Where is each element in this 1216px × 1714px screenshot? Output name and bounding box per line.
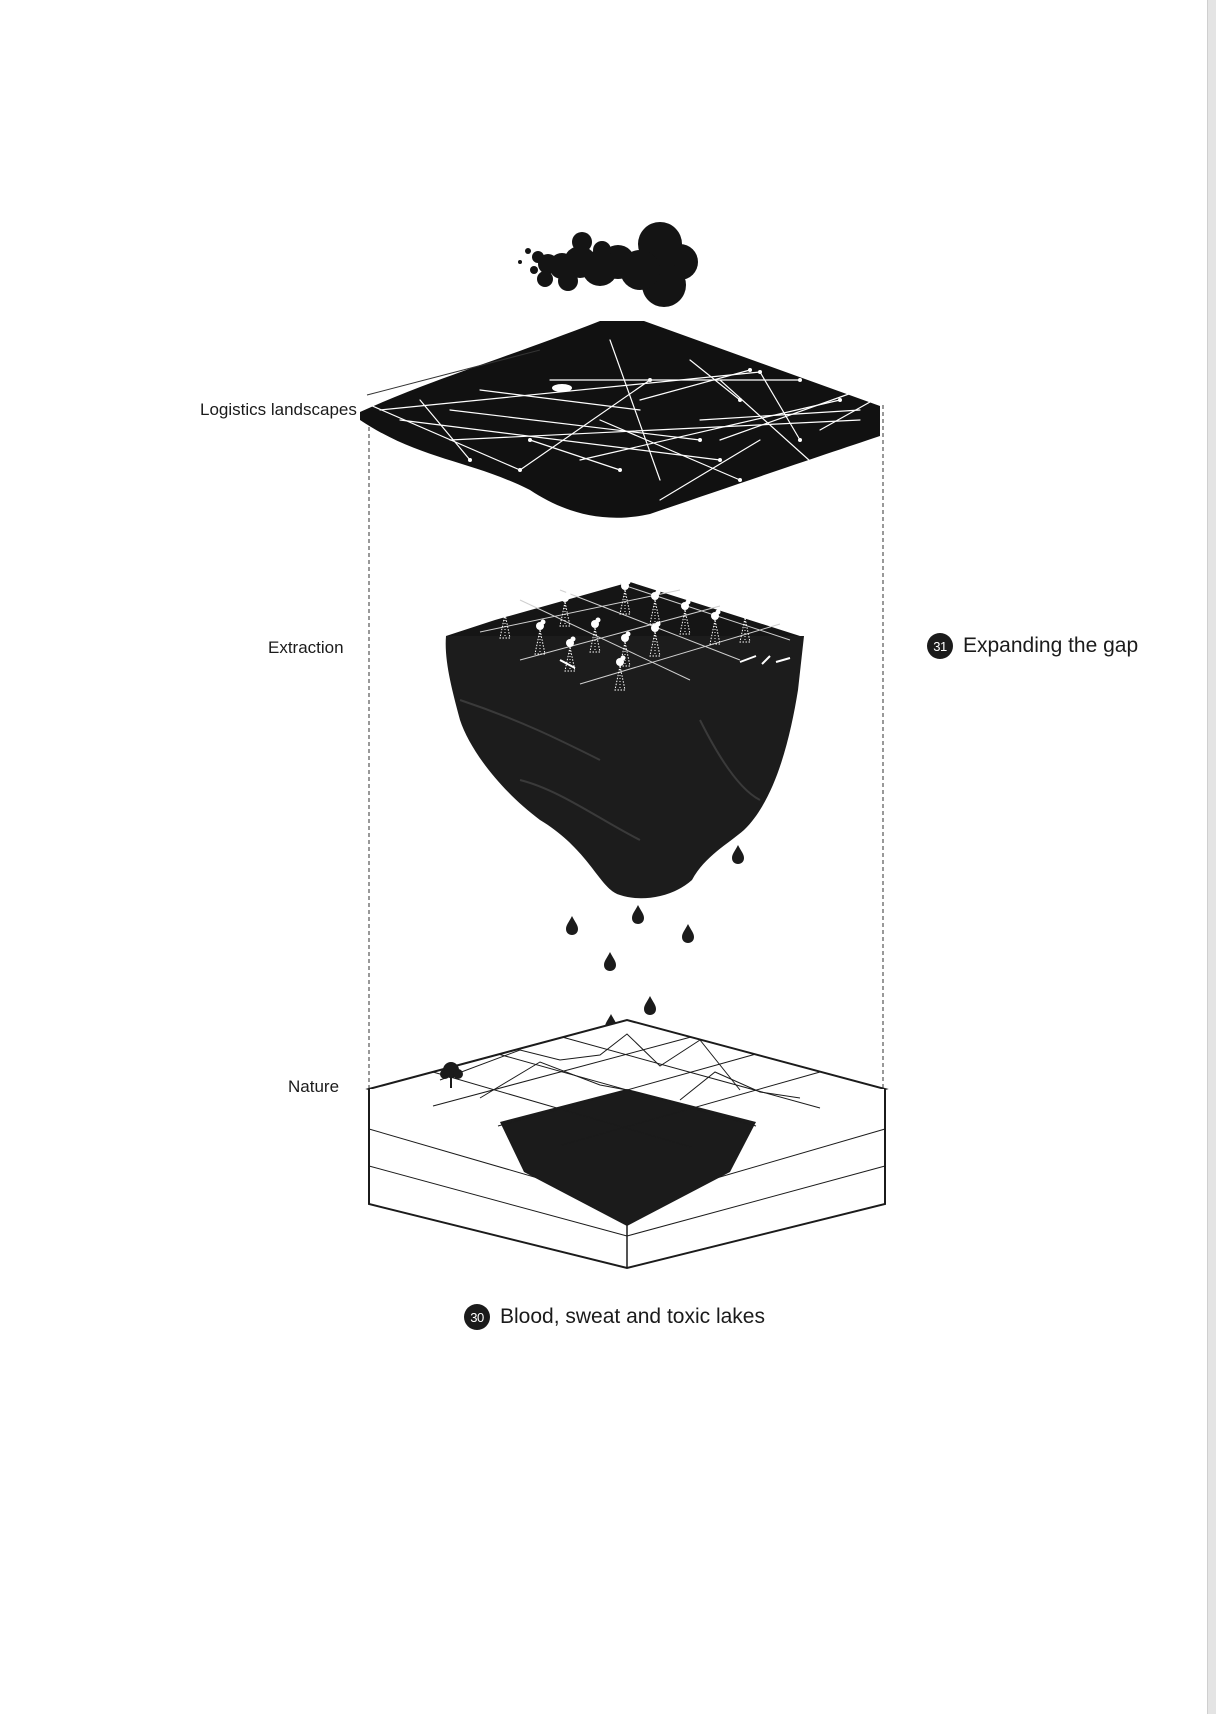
section-expanding-the-gap: 31 Expanding the gap: [927, 633, 1138, 659]
smoke-cloud-icon: [518, 222, 698, 307]
extraction-rock-layer: [446, 580, 804, 899]
layer-label-logistics: Logistics landscapes: [200, 400, 357, 420]
nature-layer: [369, 1020, 885, 1268]
section-title: Expanding the gap: [963, 634, 1138, 658]
section-number-badge: 30: [464, 1304, 490, 1330]
layer-label-nature: Nature: [288, 1077, 339, 1097]
section-blood-sweat-toxic-lakes: 30 Blood, sweat and toxic lakes: [464, 1304, 765, 1330]
layer-label-extraction: Extraction: [268, 638, 344, 658]
section-title: Blood, sweat and toxic lakes: [500, 1305, 765, 1329]
section-number-badge: 31: [927, 633, 953, 659]
logistics-landscape-layer: [360, 321, 880, 518]
